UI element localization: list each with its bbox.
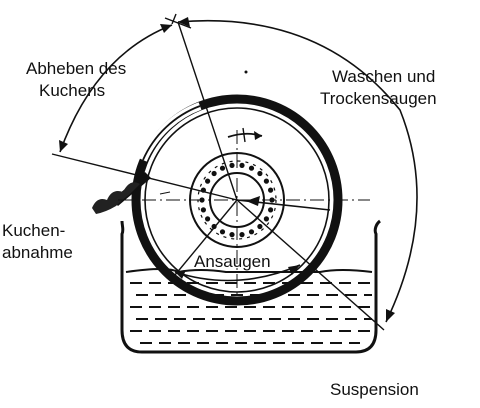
- trough: [120, 219, 381, 354]
- valve-port: [205, 216, 211, 222]
- valve-port: [257, 170, 263, 177]
- label-kuchen-line2: abnahme: [2, 243, 73, 262]
- label-abheben-line1: Abheben des: [26, 59, 126, 78]
- label-waschen-line2: Trockensaugen: [320, 89, 437, 108]
- label-ansaugen: Ansaugen: [194, 252, 271, 271]
- valve-port: [211, 170, 217, 177]
- label-suspension: Suspension: [330, 380, 419, 399]
- label-kuchen-line1: Kuchen-: [2, 221, 65, 240]
- zone-line-right: [236, 199, 385, 331]
- cake-removed-gap: [139, 102, 202, 162]
- valve-port: [239, 162, 245, 168]
- suspension-liquid-dashes: [130, 282, 372, 344]
- valve-port: [219, 229, 226, 235]
- valve-port: [239, 232, 245, 238]
- valve-port: [205, 178, 211, 184]
- valve-port: [263, 216, 269, 222]
- waschen-arc: [177, 19, 418, 323]
- valve-port: [200, 207, 206, 213]
- zone-line-top: [177, 21, 238, 201]
- valve-ports: [199, 162, 275, 238]
- discharged-cake: [92, 182, 140, 214]
- label-abheben-line2: Kuchens: [39, 81, 105, 100]
- ansaugen-arc: [174, 264, 301, 282]
- label-waschen-line1: Waschen und: [332, 67, 435, 86]
- valve-port: [268, 187, 274, 193]
- zone-line-bottom-left: [174, 199, 238, 276]
- abheben-arc: [59, 24, 173, 153]
- zone-line-left: [51, 153, 238, 201]
- valve-port: [268, 207, 274, 213]
- valve-port: [229, 232, 235, 238]
- valve-port: [229, 162, 235, 168]
- valve-port: [248, 165, 255, 171]
- valve-port: [219, 165, 226, 171]
- valve-port: [263, 178, 269, 184]
- valve-port: [248, 229, 255, 235]
- valve-port: [257, 223, 263, 230]
